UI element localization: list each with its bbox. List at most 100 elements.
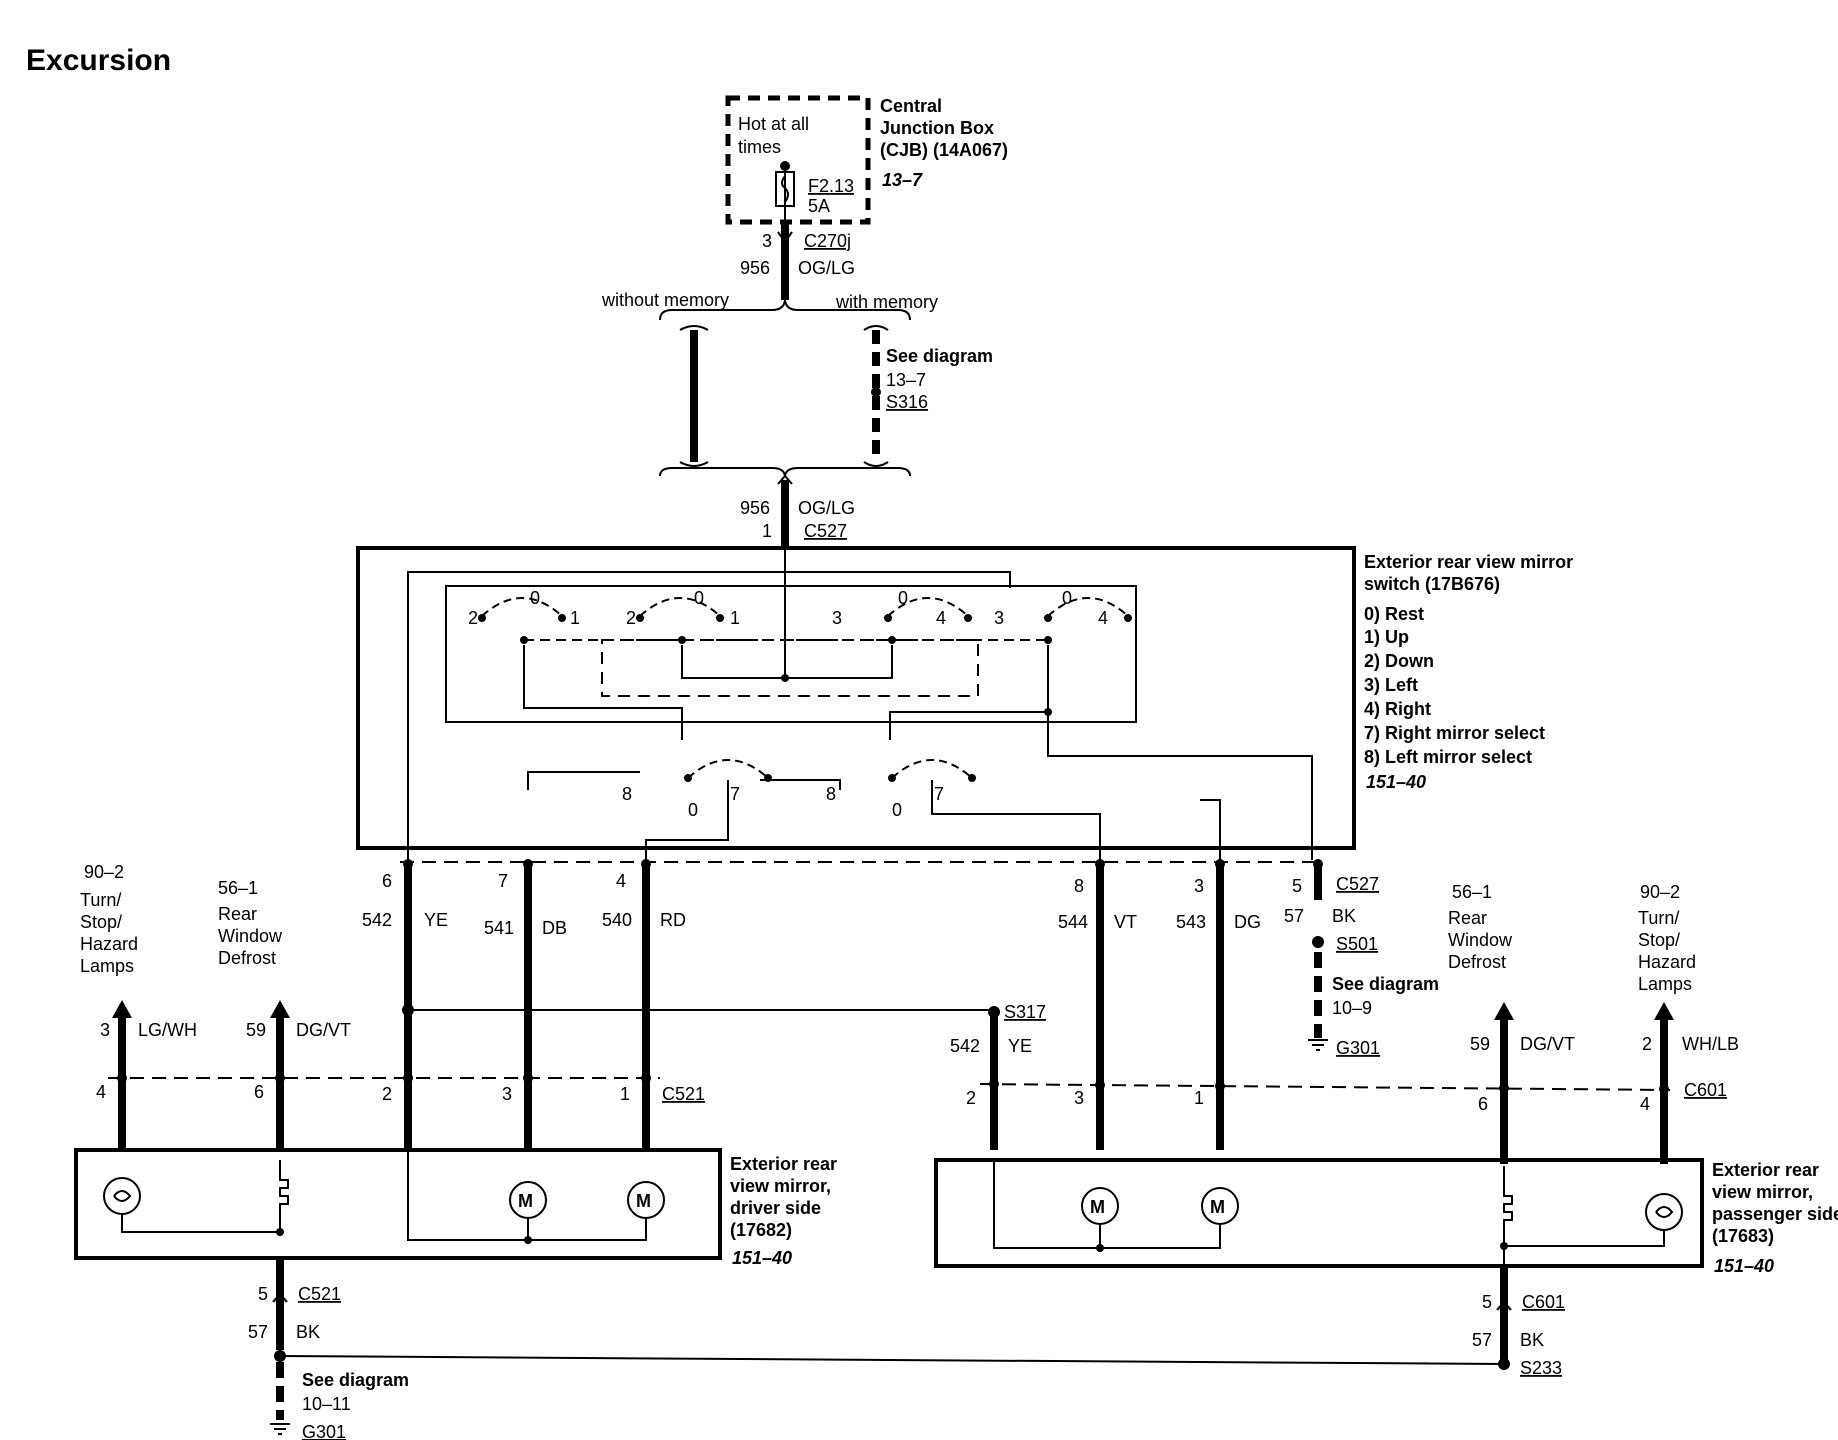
pos-label: 3 bbox=[832, 608, 842, 628]
left-defrost-color: DG/VT bbox=[296, 1020, 351, 1040]
driver-name-line-3: driver side bbox=[730, 1198, 821, 1218]
s501-dot bbox=[1312, 936, 1324, 948]
cjb-name-line-3: (CJB) (14A067) bbox=[880, 140, 1008, 160]
right-defrost-color: DG/VT bbox=[1520, 1034, 1575, 1054]
mirror-switch: 2 0 1 2 0 1 3 0 4 3 0 4 8 0 7 8 0 7 bbox=[356, 546, 1356, 860]
right-turn-label-1: Turn/ bbox=[1638, 908, 1679, 928]
driver-mirror-outline bbox=[74, 1148, 722, 1260]
pos-label: 4 bbox=[1098, 608, 1108, 628]
driver-name-line-2: view mirror, bbox=[730, 1176, 831, 1196]
passenger-ground-circuit: 57 bbox=[1472, 1330, 1492, 1350]
s317-color: YE bbox=[1008, 1036, 1032, 1056]
right-defrost-circuit: 59 bbox=[1470, 1034, 1490, 1054]
right-turn-label-2: Stop/ bbox=[1638, 930, 1680, 950]
cjb-outline bbox=[725, 95, 871, 225]
driver-pin-2: 2 bbox=[382, 1084, 392, 1104]
s317-circuit: 542 bbox=[950, 1036, 980, 1056]
left-turn-color: LG/WH bbox=[138, 1020, 197, 1040]
connector-c270j-icon bbox=[777, 231, 793, 244]
s233-dot bbox=[1498, 1358, 1510, 1370]
driver-name-line-4: (17682) bbox=[730, 1220, 792, 1240]
circuit-57: 57 bbox=[1284, 906, 1304, 926]
legend-item: 2) Down bbox=[1364, 651, 1434, 671]
pos-label: 0 bbox=[1062, 588, 1072, 608]
switch-feed-color: OG/LG bbox=[798, 498, 855, 518]
right-turn-circuit: 2 bbox=[1642, 1034, 1652, 1054]
driver-ground-connector: C521 bbox=[298, 1284, 341, 1304]
left-turn-pin: 4 bbox=[96, 1082, 106, 1102]
cjb-hot-dot bbox=[780, 161, 790, 171]
left-turn-circuit: 3 bbox=[100, 1020, 110, 1040]
left-input-defrost: 56–1 Rear Window Defrost 59 DG/VT 6 bbox=[218, 878, 351, 1150]
arrow-up-icon bbox=[1654, 1002, 1674, 1020]
right-input-defrost: 56–1 Rear Window Defrost 59 DG/VT 6 bbox=[1448, 882, 1575, 1164]
s317-label: S317 bbox=[1004, 1002, 1046, 1022]
color-dg: DG bbox=[1234, 912, 1261, 932]
driver-pin-3: 3 bbox=[502, 1084, 512, 1104]
pos-label: 7 bbox=[934, 784, 944, 804]
motor-symbol: M bbox=[518, 1191, 533, 1211]
color-vt: VT bbox=[1114, 912, 1137, 932]
ground-icon bbox=[270, 1423, 290, 1435]
branch-brace-top bbox=[659, 299, 911, 321]
driver-ref: 151–40 bbox=[732, 1248, 792, 1268]
legend-item: 3) Left bbox=[1364, 675, 1418, 695]
switch-pin-8: 8 bbox=[1074, 876, 1084, 896]
fuse-rating: 5A bbox=[808, 196, 830, 216]
c270j-pin: 3 bbox=[762, 231, 772, 251]
legend-item: 0) Rest bbox=[1364, 604, 1424, 624]
cjb-hot-line-1: Hot at all bbox=[738, 114, 809, 134]
passenger-pin-1: 1 bbox=[1194, 1088, 1204, 1108]
defrost-element-icon bbox=[279, 1160, 289, 1232]
left-defrost-label-3: Defrost bbox=[218, 948, 276, 968]
left-defrost-circuit: 59 bbox=[246, 1020, 266, 1040]
switch-feed-connector: C527 bbox=[804, 521, 847, 541]
switch-outline bbox=[356, 546, 1356, 850]
switch-pin-3: 3 bbox=[1194, 876, 1204, 896]
passenger-ground-color: BK bbox=[1520, 1330, 1544, 1350]
switch-legend: 0) Rest 1) Up 2) Down 3) Left 4) Right 7… bbox=[1364, 604, 1545, 767]
branch-without-memory: without memory bbox=[601, 290, 729, 310]
lamp-icon bbox=[103, 1177, 141, 1215]
page-title: Excursion bbox=[26, 44, 171, 77]
right-defrost-label-2: Window bbox=[1448, 930, 1513, 950]
switch-name-line-2: switch (17B676) bbox=[1364, 574, 1500, 594]
passenger-name-line-4: (17683) bbox=[1712, 1226, 1774, 1246]
switch-ground-see-2: 10–9 bbox=[1332, 998, 1372, 1018]
circuit-542: 542 bbox=[362, 910, 392, 930]
pos-label: 0 bbox=[694, 588, 704, 608]
pos-label: 8 bbox=[622, 784, 632, 804]
pos-label: 1 bbox=[570, 608, 580, 628]
ground-icon bbox=[1308, 1039, 1328, 1051]
switch-feed-pin: 1 bbox=[762, 521, 772, 541]
color-db: DB bbox=[542, 918, 567, 938]
color-bk: BK bbox=[1332, 906, 1356, 926]
passenger-mirror-outline bbox=[934, 1158, 1704, 1268]
s316-see-line-2: 13–7 bbox=[886, 370, 926, 390]
arrow-up-icon bbox=[1494, 1002, 1514, 1020]
pos-label: 1 bbox=[730, 608, 740, 628]
pos-label: 7 bbox=[730, 784, 740, 804]
circuit-543: 543 bbox=[1176, 912, 1206, 932]
passenger-name-line-3: passenger side bbox=[1712, 1204, 1838, 1224]
cjb-hot-line-2: times bbox=[738, 137, 781, 157]
passenger-mirror: M M bbox=[934, 1158, 1704, 1268]
switch-pin-5: 5 bbox=[1292, 876, 1302, 896]
passenger-pin-3: 3 bbox=[1074, 1088, 1084, 1108]
passenger-name-line-2: view mirror, bbox=[1712, 1182, 1813, 1202]
pos-label: 0 bbox=[530, 588, 540, 608]
motor-symbol: M bbox=[636, 1191, 651, 1211]
pos-label: 2 bbox=[626, 608, 636, 628]
passenger-ground-pin: 5 bbox=[1482, 1292, 1492, 1312]
motor-symbol: M bbox=[1210, 1197, 1225, 1217]
c270j-label: C270j bbox=[804, 231, 851, 251]
fuse-icon bbox=[775, 171, 795, 207]
wire-956-circuit: 956 bbox=[740, 258, 770, 278]
left-input-turn: 90–2 Turn/ Stop/ Hazard Lamps 3 LG/WH 4 bbox=[80, 862, 197, 1150]
driver-ground-see-2: 10–11 bbox=[302, 1394, 351, 1414]
defrost-element-icon bbox=[1503, 1166, 1513, 1266]
s316-see-line-1: See diagram bbox=[886, 346, 993, 366]
switch-pin-4: 4 bbox=[616, 871, 626, 891]
switch-name-line-1: Exterior rear view mirror bbox=[1364, 552, 1573, 572]
driver-name-line-1: Exterior rear bbox=[730, 1154, 837, 1174]
